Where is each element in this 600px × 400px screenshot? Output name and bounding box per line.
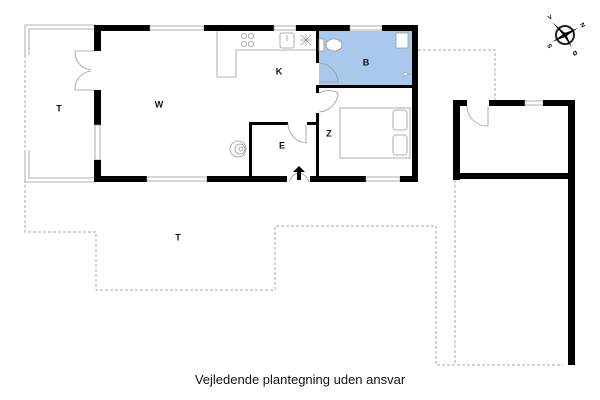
washbasin-icon [395,32,409,49]
room-label-kitchen: K [276,66,283,76]
room-label-living: W [155,99,164,109]
plan-caption: Vejledende plantegning uden ansvar [194,372,406,387]
room-label-bedroom: Z [326,128,332,138]
room-label-terrace-west: T [56,103,62,113]
compass-south-label: S [545,43,552,49]
compass-east-label: Ø [572,50,579,58]
terrace-west-frame [24,24,96,183]
main-house-walls [94,25,418,182]
room-label-bathroom: B [363,57,370,67]
interior-walls [249,31,412,179]
wood-stove-icon [229,140,247,158]
stove-icon [241,33,254,47]
room-label-entrance: E [279,140,285,150]
terrace-south-outline [24,180,563,366]
toilet-icon [325,38,343,52]
kitchen-fixtures [216,31,316,78]
annex-walls [453,100,575,365]
bathroom-fixtures [318,32,410,77]
compass-west-label: V [547,15,553,22]
compass-icon: V N S Ø [545,15,585,58]
fridge-icon [300,34,312,46]
entrance-arrow-icon [293,166,305,180]
bed-icon [339,107,411,159]
room-label-terrace-south: T [175,232,181,242]
doors [74,50,339,183]
sink-icon [279,32,295,49]
east-path-outline [418,49,496,100]
compass-north-label: N [578,22,585,29]
